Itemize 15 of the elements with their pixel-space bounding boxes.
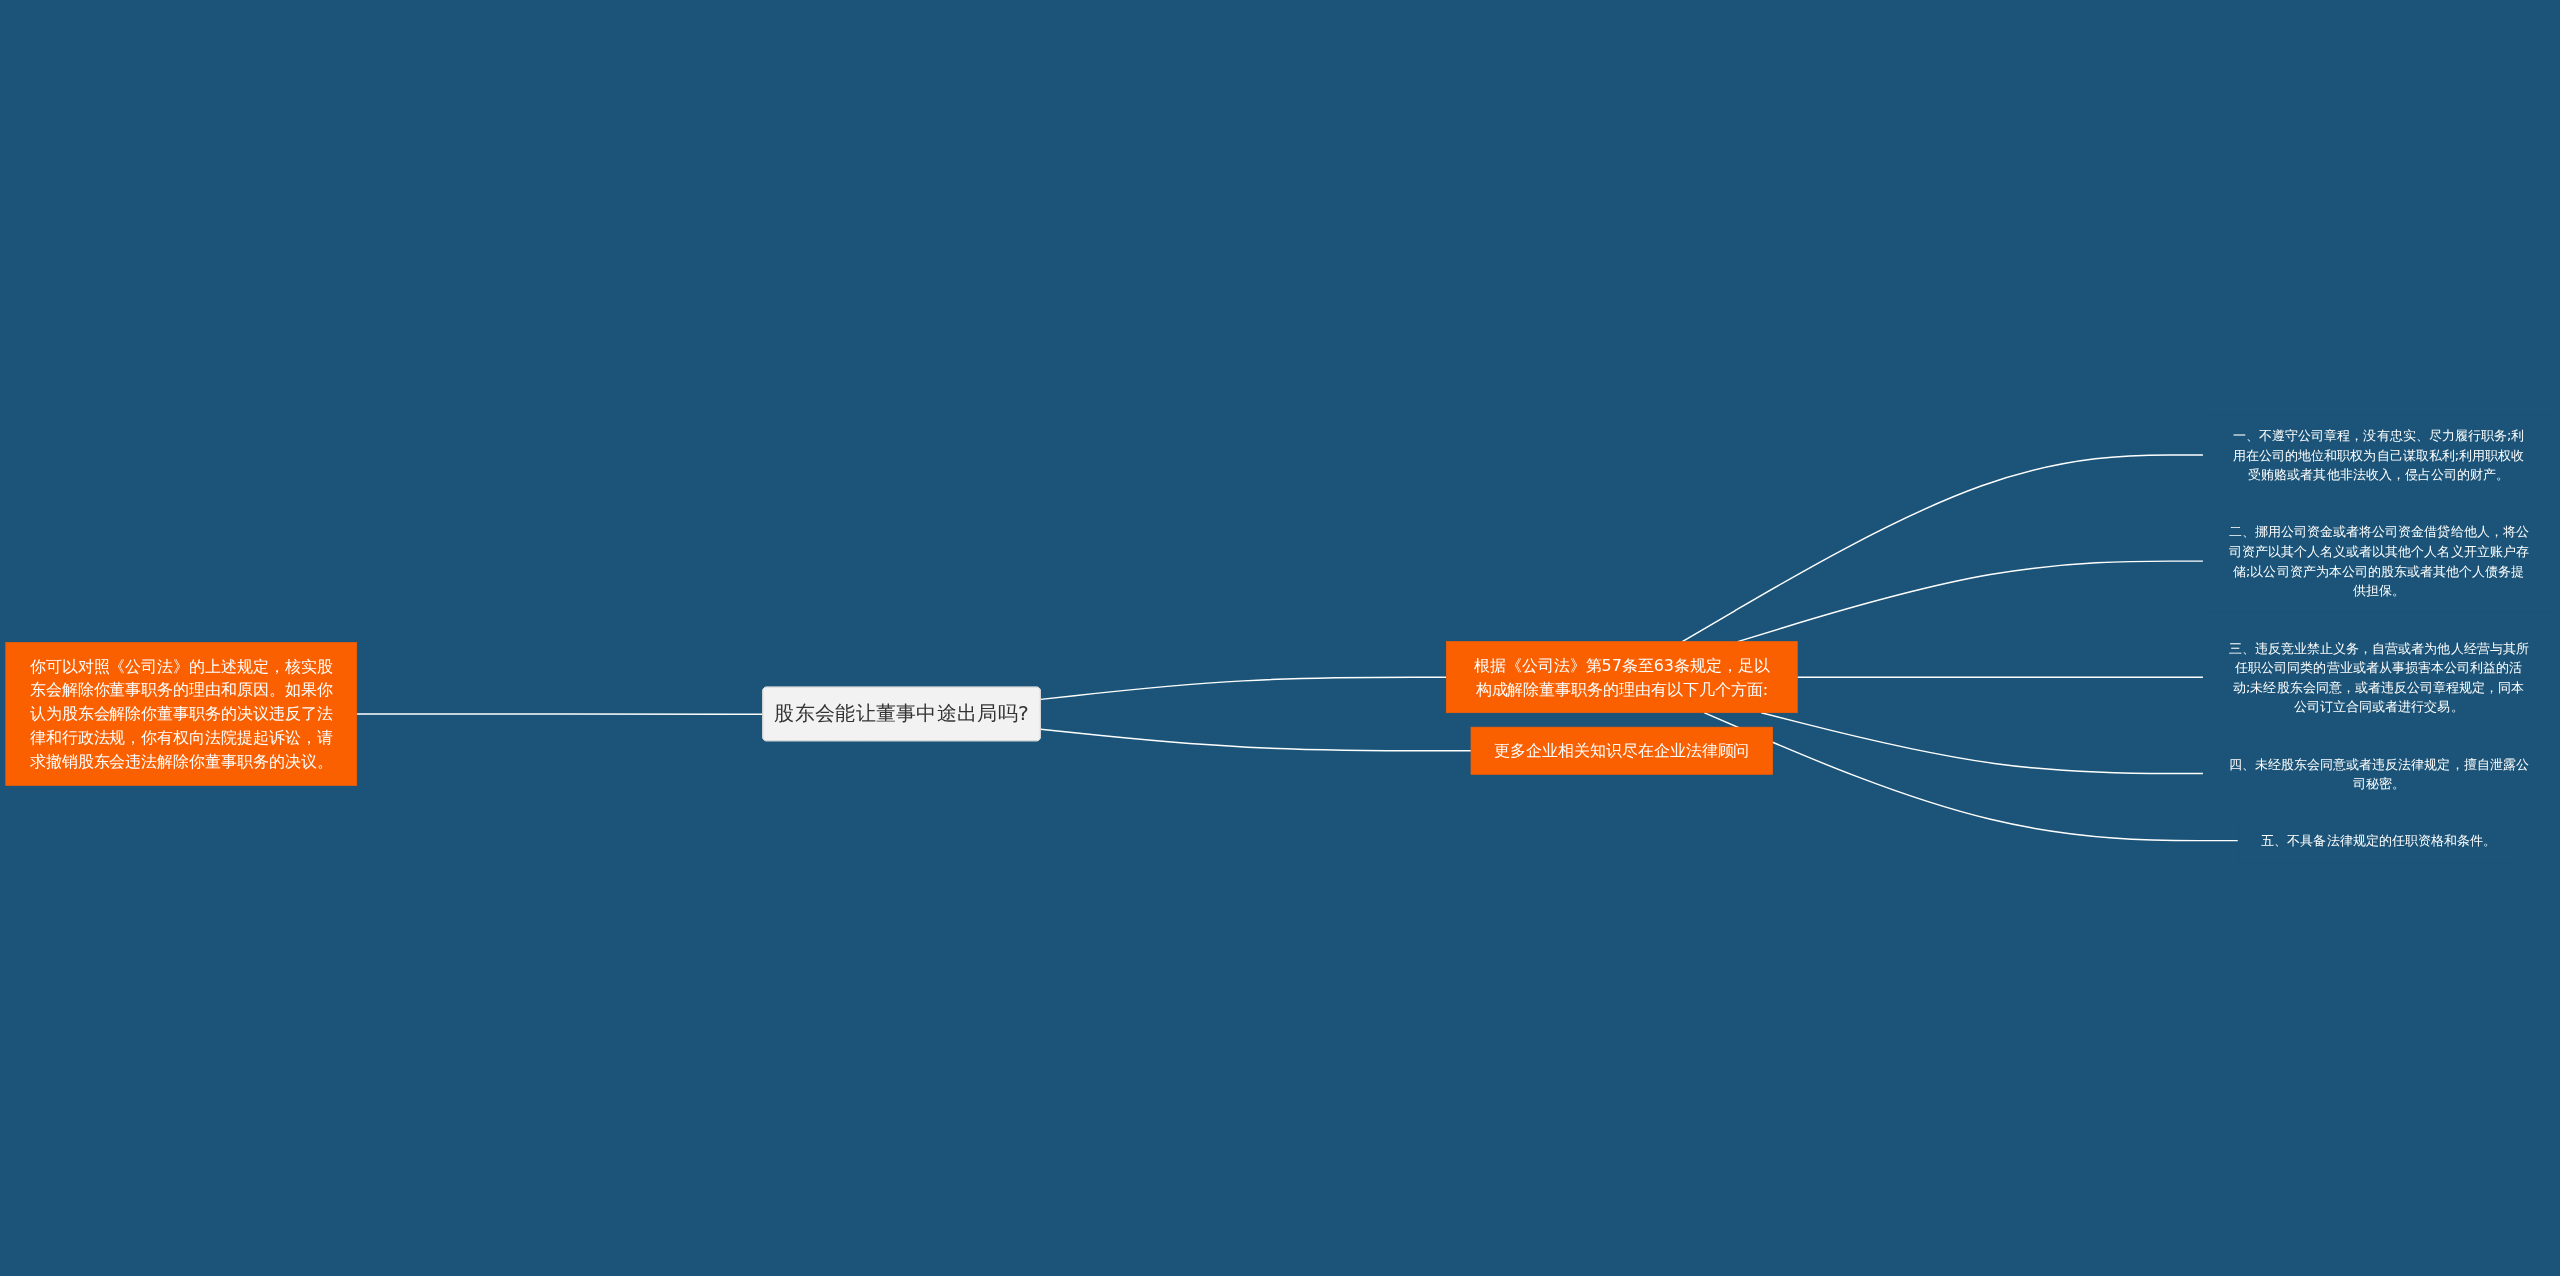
connector [1039, 728, 1472, 752]
node-text: 四、未经股东会同意或者违反法律规定，擅自泄露公司秘密。 [2228, 756, 2529, 791]
node-text: 一、不遵守公司章程，没有忠实、尽力履行职务;利用在公司的地位和职权为自己谋取私利;利用职权收受贿赂或者其他非法收入，侵占公司的财产。 [2232, 427, 2525, 483]
node-box: 你可以对照《公司法》的上述规定，核实股东会解除你董事职务的理由和原因。如果你认为股东会解除你董事职务的决议违反了法律和行政法规，你有权向法院提起诉讼，请求撤销股东会违法解除你董事职务的决议。 [5, 642, 358, 786]
node-text: 三、违反竞业禁止义务，自营或者为他人经营与其所任职公司同类的营业或者从事损害本公司利益的活动;未经股东会同意，或者违反公司章程规定，同本公司订立合同或者进行交易。 [2228, 640, 2529, 715]
node-box: 更多企业相关知识尽在企业法律顾问 [1470, 726, 1773, 775]
connector [1039, 676, 1448, 701]
node-box: 根据《公司法》第57条至63条规定，足以构成解除董事职务的理由有以下几个方面: [1446, 641, 1798, 714]
node-text: 五、不具备法律规定的任职资格和条件。 [2261, 833, 2497, 849]
connector [1703, 711, 2239, 842]
node-text: 二、挪用公司资金或者将公司资金借贷给他人，将公司资产以其个人名义或者以其他个人名义开立账户存储;以公司资产为本公司的股东或者其他个人债务提供担保。 [2228, 524, 2529, 599]
connector [1796, 676, 2204, 678]
connector [356, 713, 764, 716]
connector [1760, 711, 2204, 775]
connector [1681, 454, 2204, 643]
